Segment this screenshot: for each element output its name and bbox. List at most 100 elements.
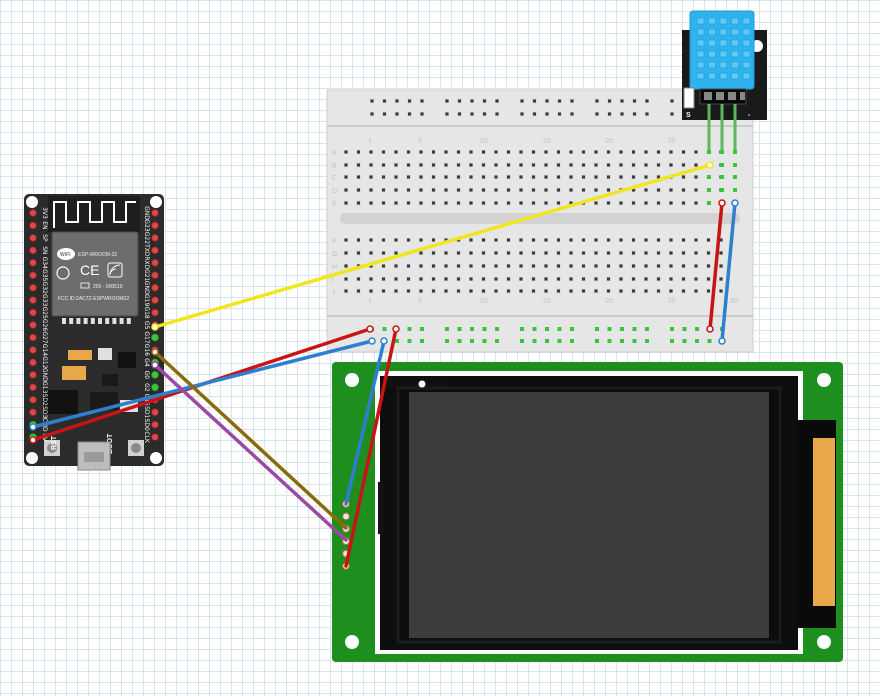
connected-hole xyxy=(707,150,711,154)
breadboard-hole xyxy=(669,150,673,154)
breadboard-hole xyxy=(356,175,361,179)
dht-minus-label: - xyxy=(748,112,751,119)
breadboard-hole xyxy=(656,289,661,293)
esp32-pin-label: G35 xyxy=(41,269,48,281)
breadboard-hole xyxy=(619,289,623,293)
breadboard-hole xyxy=(531,188,536,192)
esp32-pin-label: G2 xyxy=(143,383,150,392)
breadboard-hole xyxy=(494,188,498,192)
rail-hole xyxy=(407,112,412,116)
breadboard-hole xyxy=(694,150,698,154)
breadboard-column-numbers-bottom: 1 5 10 15 20 25 30 xyxy=(368,298,738,305)
breadboard-hole xyxy=(419,150,423,154)
esp32-pin xyxy=(151,420,159,429)
breadboard-hole xyxy=(469,264,473,268)
breadboard-hole xyxy=(444,238,448,242)
rail-hole xyxy=(595,112,599,116)
breadboard-hole xyxy=(369,150,373,154)
breadboard-hole xyxy=(356,277,361,281)
breadboard-hole xyxy=(531,201,536,205)
connected-rail-hole xyxy=(570,327,574,331)
esp32-pin xyxy=(29,258,37,267)
esp32-pin-label: 3V3 xyxy=(41,207,48,219)
breadboard-hole xyxy=(644,251,648,255)
breadboard-connected-holes xyxy=(370,150,737,343)
breadboard-hole xyxy=(631,264,636,268)
breadboard-hole xyxy=(506,163,511,167)
breadboard-hole xyxy=(519,175,523,179)
connected-hole xyxy=(720,175,724,179)
esp32-pin xyxy=(29,234,37,242)
esp32-pin-label: CLK xyxy=(143,431,150,444)
fcc-id: FCC ID:2AC7Z-ESPWROOM32 xyxy=(58,296,129,302)
esp32-pin xyxy=(29,371,37,379)
mounting-hole xyxy=(817,635,831,649)
breadboard-hole xyxy=(344,289,348,293)
breadboard-hole xyxy=(694,188,698,192)
connected-rail-hole xyxy=(607,339,612,343)
connected-rail-hole xyxy=(470,327,474,331)
breadboard-hole xyxy=(506,238,511,242)
row-letter: D xyxy=(332,188,337,195)
connected-rail-hole xyxy=(545,327,549,331)
breadboard-hole xyxy=(519,150,523,154)
esp32-pin-label: SP xyxy=(41,234,48,242)
module-pad xyxy=(126,318,131,324)
breadboard-hole xyxy=(681,175,686,179)
breadboard-hole xyxy=(406,238,411,242)
connected-hole xyxy=(733,188,737,192)
breadboard-hole xyxy=(431,264,436,268)
esp32-module-pads xyxy=(62,318,131,324)
breadboard-hole xyxy=(619,264,623,268)
smd-component xyxy=(102,374,118,386)
breadboard-hole xyxy=(406,201,411,205)
module-pad xyxy=(98,318,102,324)
breadboard-hole xyxy=(344,201,348,205)
breadboard-hole xyxy=(531,175,536,179)
breadboard-hole xyxy=(569,188,573,192)
rail-hole xyxy=(570,99,574,103)
column-number: 10 xyxy=(480,138,488,145)
breadboard-hole xyxy=(681,238,686,242)
breadboard-hole xyxy=(519,264,523,268)
breadboard-hole xyxy=(606,289,611,293)
breadboard-hole xyxy=(469,188,473,192)
connected-rail-hole xyxy=(707,339,712,343)
esp32-pin-label: RXD xyxy=(143,256,150,269)
breadboard-hole xyxy=(656,264,661,268)
column-number: 15 xyxy=(543,298,551,305)
breadboard-hole xyxy=(469,175,473,179)
rail-hole xyxy=(595,99,599,103)
rst-button[interactable] xyxy=(44,440,60,456)
row-letter: B xyxy=(332,163,337,170)
breadboard-hole xyxy=(531,251,536,255)
breadboard-hole xyxy=(481,163,486,167)
esp32-pin xyxy=(151,383,159,392)
esp32-pin xyxy=(151,258,159,267)
breadboard-hole xyxy=(456,175,461,179)
breadboard-hole xyxy=(694,238,698,242)
breadboard-hole xyxy=(381,264,386,268)
grille-slot xyxy=(708,39,716,47)
esp32-pin xyxy=(151,246,159,255)
boot-button[interactable] xyxy=(128,440,144,456)
grille-slot xyxy=(696,61,705,69)
esp32-pin xyxy=(151,408,159,417)
rail-hole xyxy=(482,112,487,116)
grille-slot xyxy=(708,17,716,25)
breadboard-hole xyxy=(481,277,486,281)
grille-slot xyxy=(696,72,705,80)
breadboard-hole xyxy=(581,188,586,192)
rail-hole xyxy=(395,99,399,103)
breadboard-hole xyxy=(531,264,536,268)
breadboard-hole xyxy=(494,163,498,167)
connected-rail-hole xyxy=(632,327,637,331)
breadboard-hole xyxy=(656,163,661,167)
connected-rail-hole xyxy=(607,327,612,331)
breadboard-hole xyxy=(419,175,423,179)
breadboard-hole xyxy=(356,251,361,255)
connected-rail-hole xyxy=(695,327,699,331)
esp32-pin-label: G32 xyxy=(41,282,48,294)
connected-rail-hole xyxy=(420,339,424,343)
connected-rail-hole xyxy=(557,327,562,331)
